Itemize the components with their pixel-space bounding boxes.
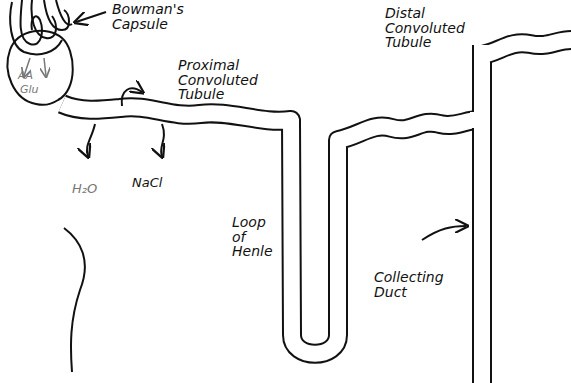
glomerulus-loop bbox=[56, 0, 72, 25]
reabsorption-arrow bbox=[87, 124, 95, 156]
part-label: Proximal Convoluted Tubule bbox=[178, 58, 286, 102]
duct-lumen bbox=[482, 40, 571, 383]
leader-arrow bbox=[422, 226, 466, 240]
filtration-arrow bbox=[44, 58, 46, 76]
solute-label: Glu bbox=[20, 84, 50, 96]
spacer bbox=[66, 0, 70, 16]
duct-opening bbox=[470, 112, 474, 128]
reabsorption-arrow bbox=[122, 88, 142, 106]
part-label: Distal Convoluted Tubule bbox=[385, 6, 477, 50]
tubule-wall bbox=[62, 104, 478, 354]
glomerulus-loop bbox=[32, 0, 56, 38]
solute-label: H₂O bbox=[72, 182, 112, 196]
part-label: Loop of Henle bbox=[232, 215, 278, 259]
part-label: Bowman's Capsule bbox=[112, 2, 186, 31]
reabsorption-arrow bbox=[161, 124, 164, 156]
squiggle-line bbox=[64, 228, 85, 372]
part-label: Collecting Duct bbox=[374, 270, 456, 299]
glomerulus-loop bbox=[10, 2, 62, 54]
solute-label: AA bbox=[18, 70, 48, 82]
duct-wall bbox=[482, 40, 571, 383]
solute-label: NaCl bbox=[132, 176, 182, 190]
capsule-outline bbox=[8, 31, 73, 105]
tubule-lumen bbox=[62, 104, 478, 354]
leader-arrow bbox=[76, 12, 106, 22]
